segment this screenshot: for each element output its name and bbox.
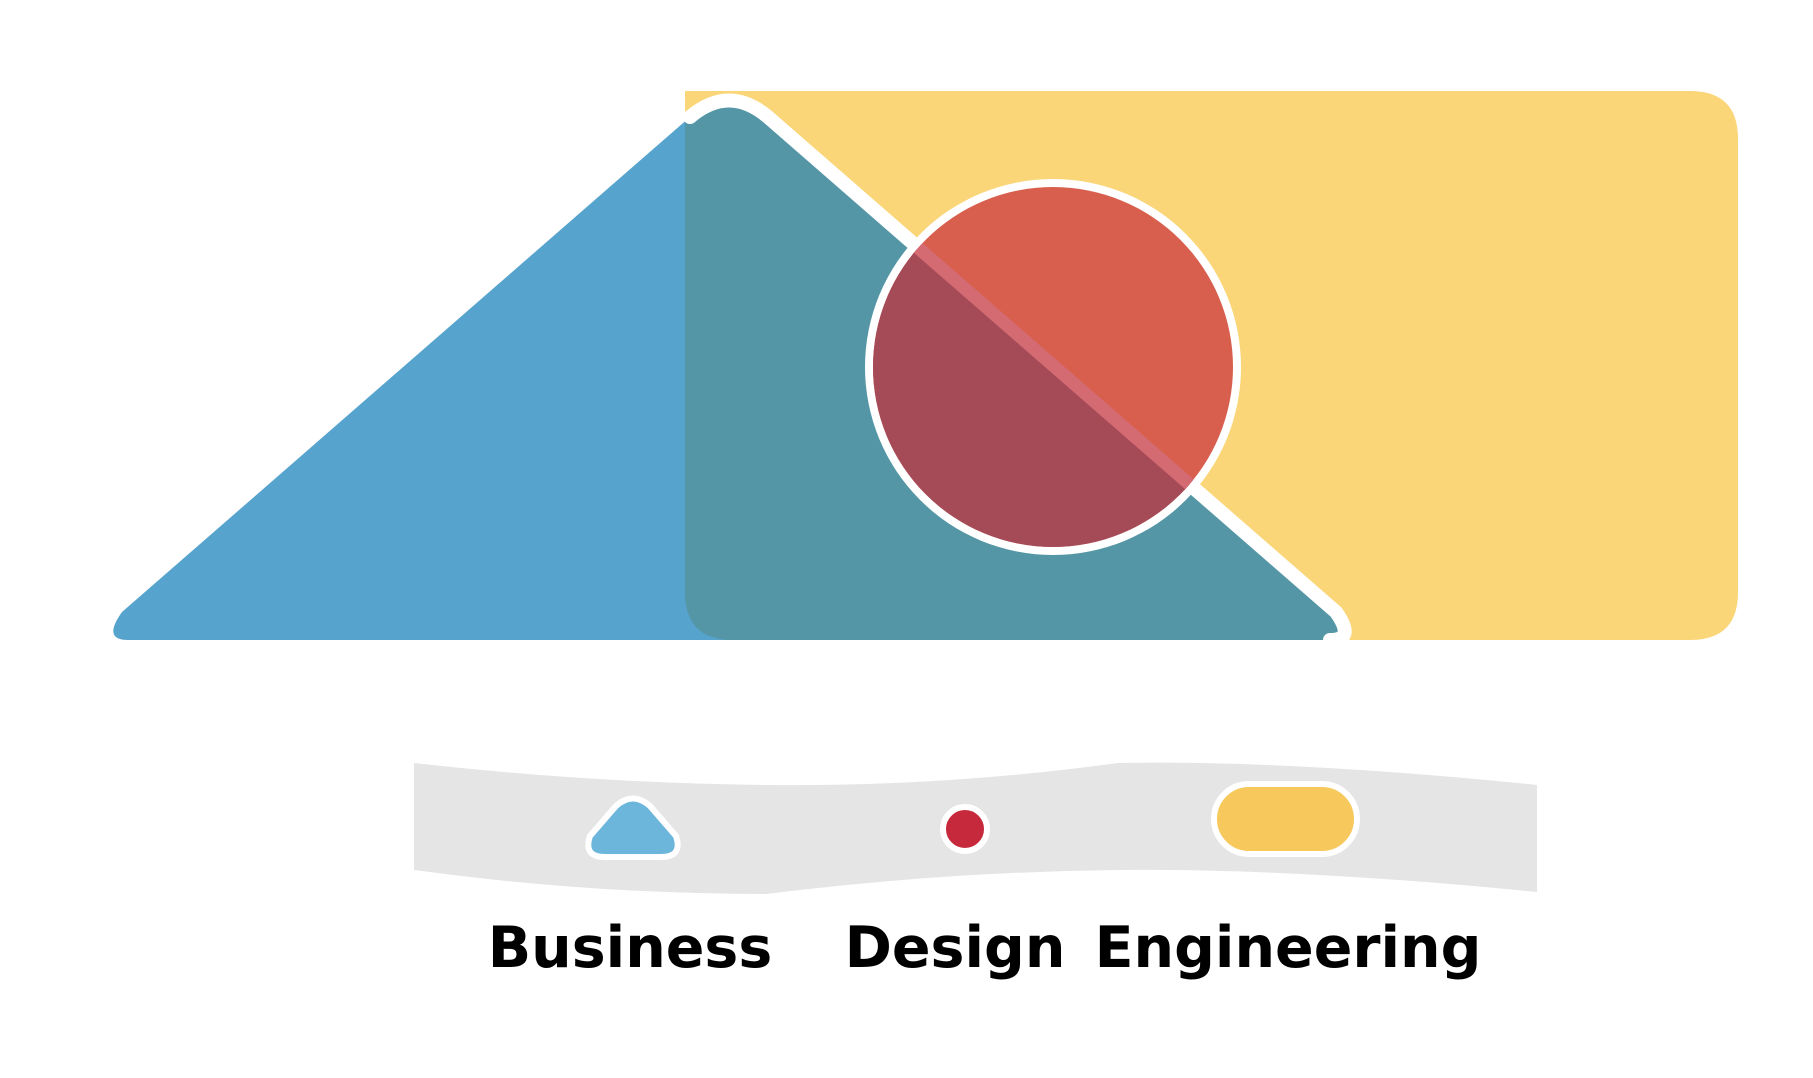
engineering-rectangle-icon	[1211, 781, 1360, 857]
engineering-label: Engineering	[1095, 915, 1482, 981]
design-circle-icon	[940, 804, 990, 854]
design-overlap-divider	[873, 187, 1233, 547]
business-label: Business	[488, 915, 773, 981]
business-triangle-icon	[585, 795, 681, 860]
design-label: Design	[845, 915, 1066, 981]
business-outline	[683, 93, 1352, 647]
design-business-engineering-overlap	[873, 187, 1233, 547]
